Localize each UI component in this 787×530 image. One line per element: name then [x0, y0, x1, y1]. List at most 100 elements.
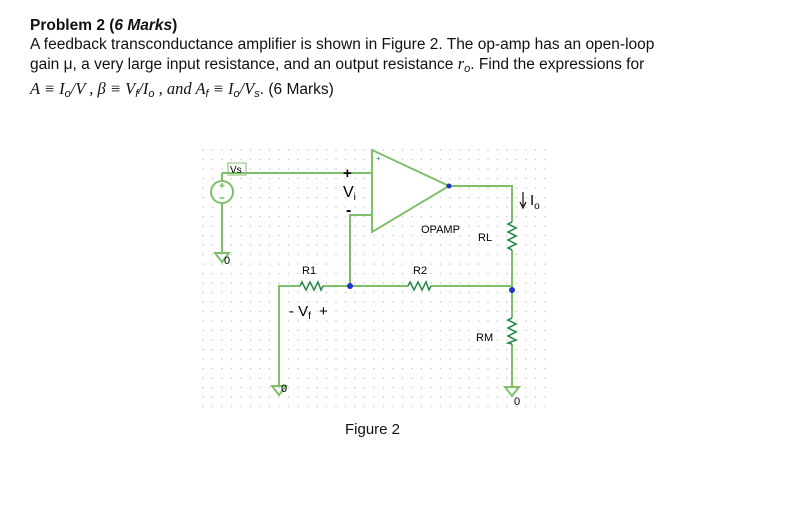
grid-dot — [439, 386, 442, 389]
grid-dot — [202, 282, 204, 284]
grid-dot — [373, 263, 375, 265]
grid-dot — [439, 291, 442, 294]
grid-dot — [268, 215, 271, 218]
grid-dot — [354, 291, 356, 294]
grid-dot — [468, 367, 470, 370]
grid-dot — [211, 320, 214, 322]
grid-dot — [525, 272, 527, 275]
grid-dot — [515, 177, 518, 180]
grid-dot — [411, 282, 413, 284]
grid-dot — [449, 377, 451, 379]
grid-dot — [268, 301, 271, 303]
grid-dot — [297, 149, 299, 151]
grid-dot — [487, 310, 489, 313]
grid-dot — [230, 310, 233, 313]
grid-dot — [287, 348, 290, 351]
grid-dot — [316, 225, 318, 227]
grid-dot — [468, 348, 470, 351]
grid-dot — [316, 206, 318, 208]
grid-dot — [202, 272, 204, 275]
grid-dot — [316, 329, 318, 332]
grid-dot — [240, 320, 242, 322]
grid-dot — [534, 234, 537, 237]
resistor-r1 — [299, 280, 324, 292]
grid-dot — [420, 310, 423, 313]
grid-dot — [392, 339, 394, 341]
grid-dot — [401, 358, 404, 360]
grid-dot — [449, 177, 451, 180]
grid-dot — [287, 396, 290, 398]
grid-dot — [401, 234, 404, 237]
grid-dot — [392, 282, 394, 284]
grid-dot — [382, 320, 385, 322]
grid-dot — [411, 215, 413, 218]
grid-dot — [287, 244, 290, 246]
grid-dot — [344, 329, 347, 332]
grid-dot — [449, 291, 451, 294]
grid-dot — [392, 348, 394, 351]
grid-dot — [287, 263, 290, 265]
grid-dot — [344, 225, 347, 227]
grid-dot — [411, 386, 413, 389]
grid-dot — [544, 272, 546, 275]
grid-dot — [211, 310, 214, 313]
grid-dot — [297, 168, 299, 170]
grid-dot — [373, 301, 375, 303]
io-arrow-icon — [519, 192, 527, 210]
grid-dot — [430, 168, 432, 170]
grid-dot — [373, 367, 375, 370]
grid-dot — [506, 253, 508, 256]
grid-dot — [240, 358, 242, 360]
grid-dot — [515, 310, 518, 313]
grid-dot — [230, 291, 233, 294]
grid-dot — [230, 320, 233, 322]
grid-dot — [468, 291, 470, 294]
grid-dot — [230, 329, 233, 332]
grid-dot — [221, 301, 223, 303]
grid-dot — [211, 348, 214, 351]
grid-dot — [392, 358, 394, 360]
grid-dot — [202, 244, 204, 246]
grid-dot — [268, 149, 271, 151]
grid-dot — [458, 272, 461, 275]
grid-dot — [325, 225, 328, 227]
grid-dot — [373, 396, 375, 398]
grid-dot — [382, 282, 385, 284]
grid-dot — [392, 301, 394, 303]
grid-dot — [420, 158, 423, 161]
grid-dot — [496, 320, 499, 322]
grid-dot — [439, 348, 442, 351]
grid-dot — [544, 405, 546, 408]
grid-dot — [278, 405, 280, 408]
grid-dot — [354, 301, 356, 303]
grid-dot — [458, 358, 461, 360]
grid-dot — [354, 396, 356, 398]
grid-dot — [401, 263, 404, 265]
grid-dot — [430, 310, 432, 313]
grid-dot — [221, 253, 223, 256]
grid-dot — [335, 377, 337, 379]
grid-dot — [487, 149, 489, 151]
grid-dot — [297, 348, 299, 351]
grid-dot — [382, 377, 385, 379]
grid-dot — [363, 291, 366, 294]
grid-dot — [496, 272, 499, 275]
grid-dot — [249, 405, 252, 408]
grid-dot — [506, 291, 508, 294]
grid-dot — [458, 225, 461, 227]
grid-dot — [211, 396, 214, 398]
grid-dot — [506, 168, 508, 170]
grid-dot — [335, 244, 337, 246]
grid-dot — [439, 339, 442, 341]
grid-dot — [363, 158, 366, 161]
grid-dot — [335, 282, 337, 284]
grid-dot — [534, 348, 537, 351]
label-vf: - Vf+ — [289, 303, 328, 322]
problem-line-2: gain μ, a very large input resistance, a… — [30, 54, 645, 75]
grid-dot — [240, 329, 242, 332]
grid-dot — [487, 348, 489, 351]
grid-dot — [487, 253, 489, 256]
grid-dot — [420, 253, 423, 256]
grid-dot — [240, 272, 242, 275]
grid-dot — [249, 149, 252, 151]
